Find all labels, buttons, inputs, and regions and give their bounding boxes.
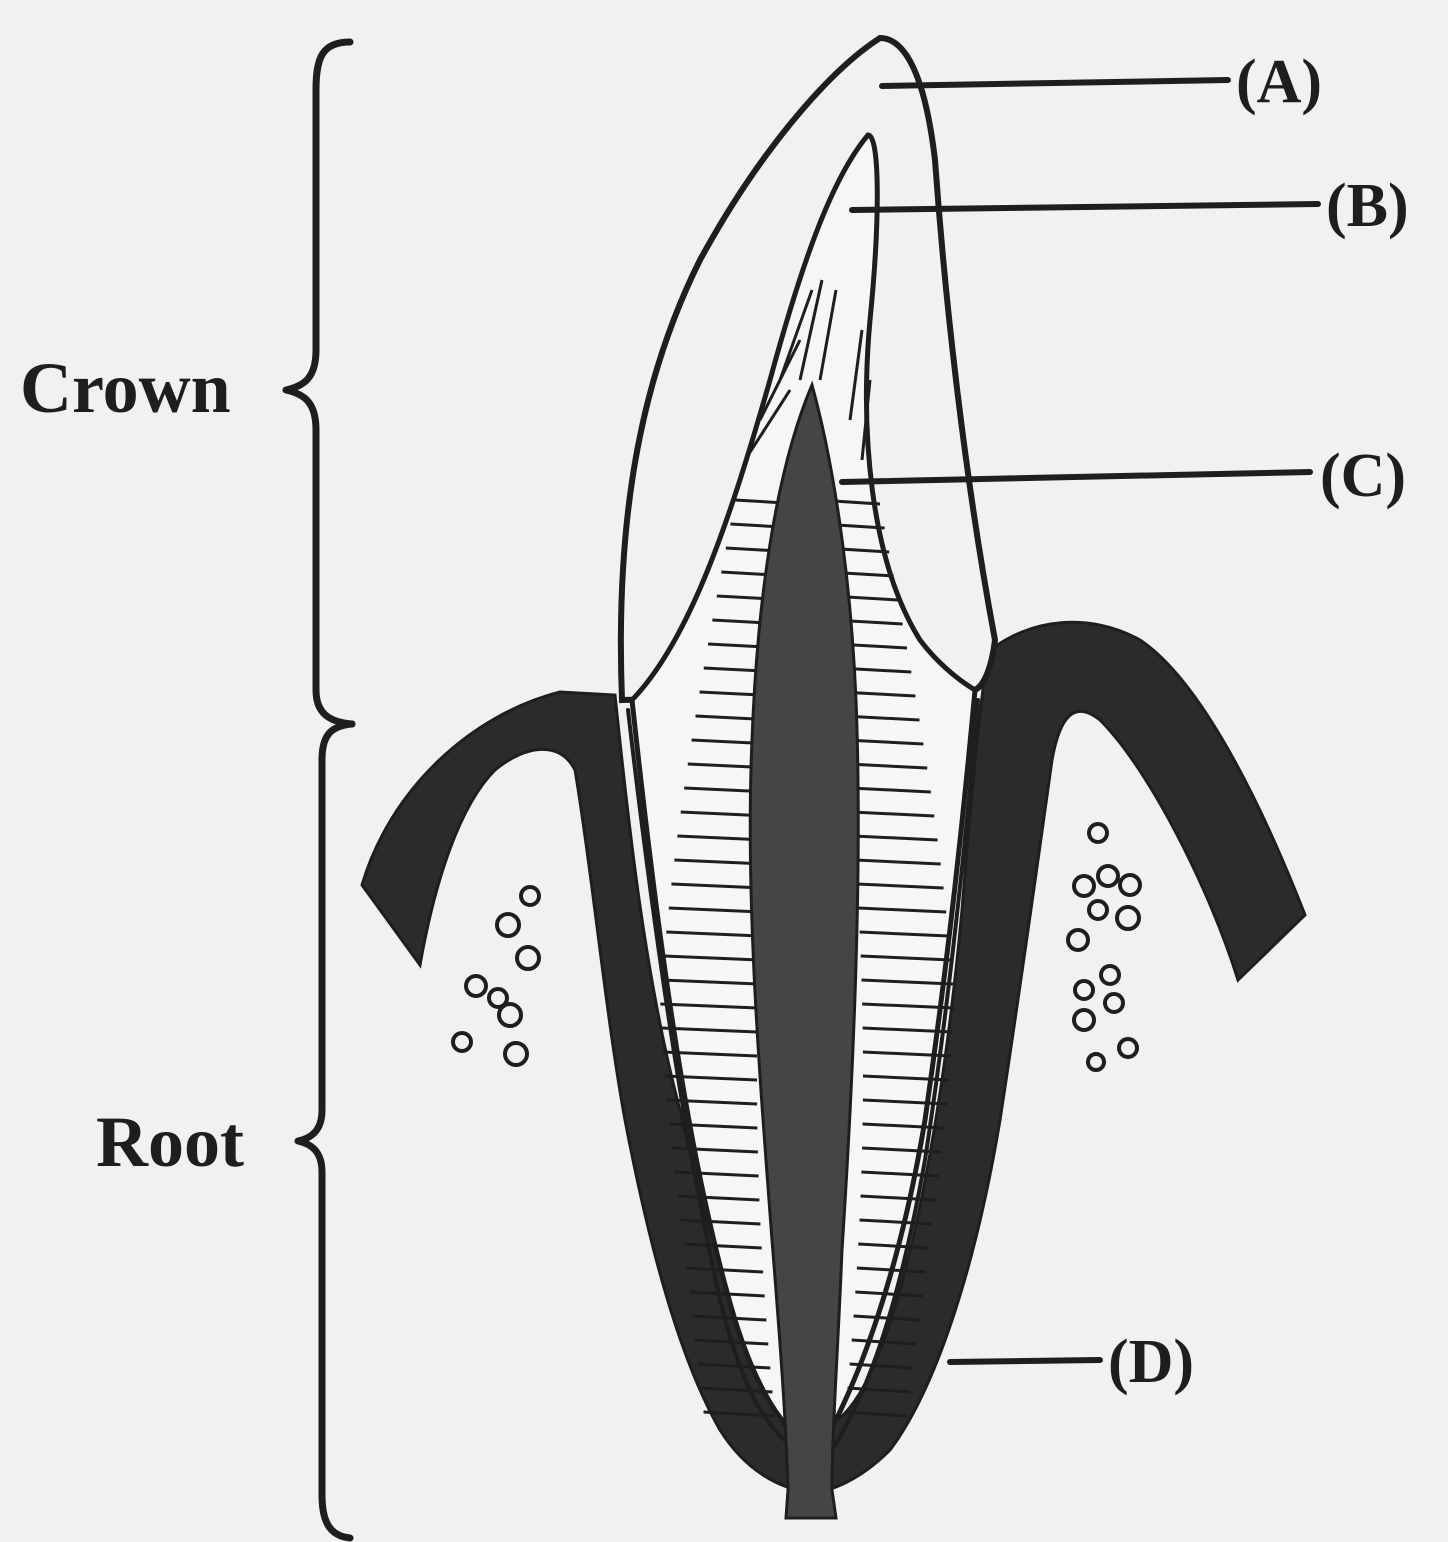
leader-line-a <box>882 80 1228 86</box>
label-b: (B) <box>1326 172 1409 240</box>
label-a: (A) <box>1236 48 1322 116</box>
marrow-space <box>1101 966 1119 984</box>
root-label: Root <box>96 1102 244 1182</box>
marrow-space <box>505 1043 527 1065</box>
marrow-space <box>1089 824 1107 842</box>
marrow-space <box>521 887 539 905</box>
marrow-space <box>497 914 519 936</box>
marrow-space <box>1120 875 1140 895</box>
marrow-space <box>1119 1039 1137 1057</box>
marrow-space <box>466 976 486 996</box>
marrow-space <box>1117 907 1139 929</box>
marrow-space <box>517 947 539 969</box>
marrow-space <box>453 1033 471 1051</box>
crown-label: Crown <box>20 348 231 428</box>
marrow-space <box>1068 930 1088 950</box>
marrow-space <box>499 1004 521 1026</box>
marrow-space <box>1105 994 1123 1012</box>
marrow-space <box>1089 901 1107 919</box>
root-brace <box>298 724 352 1538</box>
marrow-space <box>1075 981 1093 999</box>
leader-line-d <box>950 1360 1100 1362</box>
label-d: (D) <box>1108 1328 1194 1396</box>
marrow-space <box>1074 1010 1094 1030</box>
marrow-space <box>1098 866 1118 886</box>
marrow-space <box>1074 876 1094 896</box>
crown-brace <box>286 42 352 724</box>
marrow-space <box>1088 1054 1104 1070</box>
label-c: (C) <box>1320 442 1406 510</box>
